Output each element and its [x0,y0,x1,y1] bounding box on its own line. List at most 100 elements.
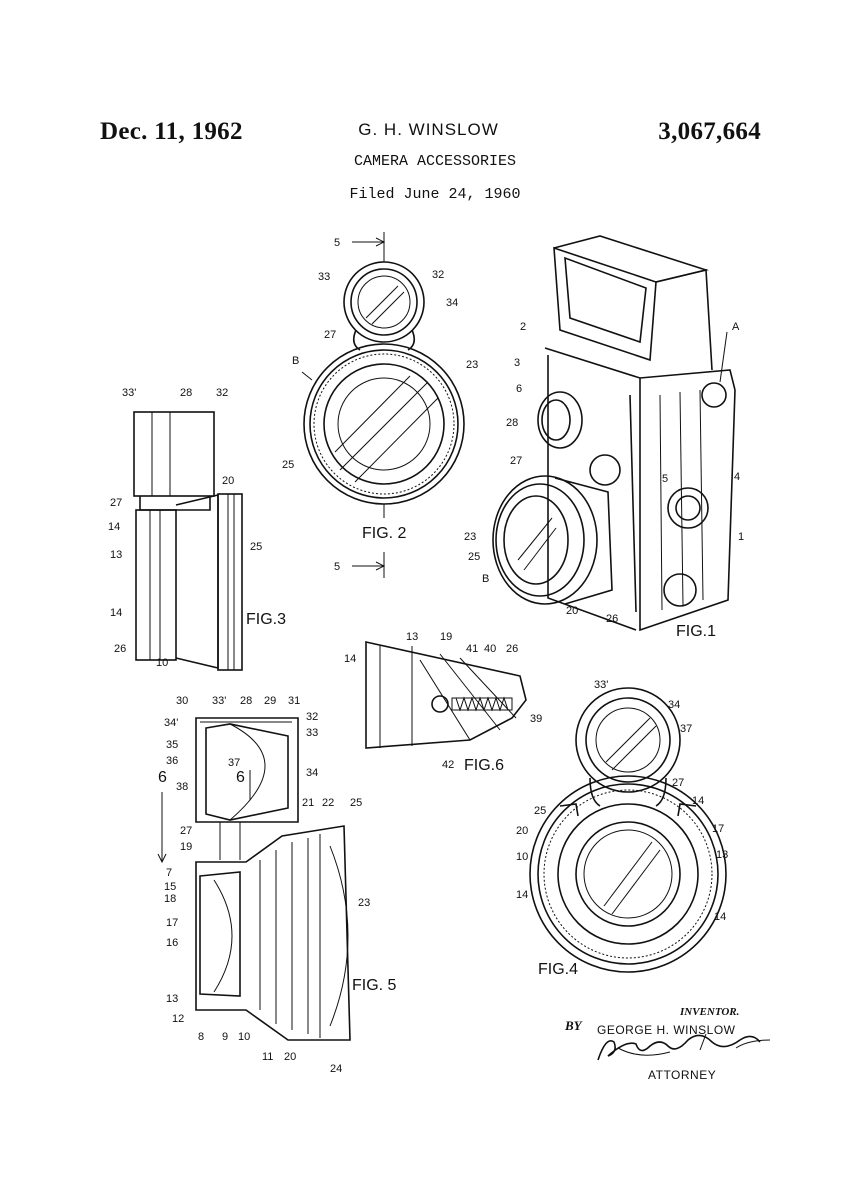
fig5-label: 27 [180,825,192,837]
fig2-caption: FIG. 2 [362,525,407,542]
fig5-caption: FIG. 5 [352,977,397,994]
fig3-label: 27 [110,497,122,509]
fig3-drawing [133,411,243,671]
fig6-label: 14 [344,653,356,665]
fig2-label: 23 [466,359,478,371]
fig5-label: 16 [166,937,178,949]
fig1-label: 26 [606,613,618,625]
fig3-label: 26 [114,643,126,655]
fig3-caption: FIG.3 [246,611,286,628]
fig3-label: 14 [110,607,122,619]
fig5-label: 33' [212,695,226,707]
fig5-label: 20 [284,1051,296,1063]
fig6-label: 13 [406,631,418,643]
fig1-label: 2 [520,321,526,333]
fig4-label: 33' [594,679,608,691]
attorney-signature [597,1033,771,1061]
fig3-label: 20 [222,475,234,487]
fig4-label: 37 [680,723,692,735]
fig1-label: 28 [506,417,518,429]
fig2-label: B [292,355,299,367]
fig1-label: 20 [566,605,578,617]
fig5-label: 37 [228,757,240,769]
fig1-label: A [732,321,740,333]
fig2-label: 32 [432,269,444,281]
fig5-label: 11 [262,1051,273,1063]
fig5-section-mark: 6 [158,769,167,786]
fig1-label: 5 [662,473,668,485]
fig5-label: 36 [166,755,178,767]
fig4-caption: FIG.4 [538,961,578,978]
fig1-label: 25 [468,551,480,563]
fig1-label: 4 [734,471,740,483]
patent-title: CAMERA ACCESSORIES [353,153,517,170]
fig5-label: 21 [302,797,314,809]
fig5-drawing [157,717,351,1041]
fig2-label: 5 [334,561,340,573]
fig6-label: 40 [484,643,496,655]
fig5-label: 12 [172,1013,184,1025]
fig4-label: 10 [516,851,528,863]
fig4-label: 14 [714,911,726,923]
fig5-label: 29 [264,695,276,707]
fig2-drawing [301,232,465,578]
fig4-label: 27 [672,777,684,789]
fig5-label: 25 [350,797,362,809]
fig4-label: 34 [668,699,680,711]
fig4-label: 14 [516,889,528,901]
fig5-label: 35 [166,739,178,751]
fig5-label: 23 [358,897,370,909]
fig3-label: 13 [110,549,122,561]
fig3-label: 32 [216,387,228,399]
fig5-label: 34 [306,767,318,779]
fig5-label: 38 [176,781,188,793]
inventor-name: GEORGE H. WINSLOW [597,1023,736,1037]
by-label: BY [565,1018,582,1033]
fig5-label: 18 [164,893,176,905]
fig5-label: 24 [330,1063,342,1075]
fig3-label: 10 [156,657,168,669]
fig5-label: 8 [198,1031,204,1043]
fig5-label: 34' [164,717,178,729]
fig1-caption: FIG.1 [676,623,716,640]
inventor-title: INVENTOR. [680,1006,740,1018]
fig5-label: 17 [166,917,178,929]
fig5-label: 33 [306,727,318,739]
fig6-label: 39 [530,713,542,725]
fig6-caption: FIG.6 [464,757,504,774]
fig6-label: 19 [440,631,452,643]
fig1-label: 3 [514,357,520,369]
fig1-label: B [482,573,489,585]
fig5-label: 15 [164,881,176,893]
fig5-section-mark: 6 [236,769,245,786]
fig1-label: 23 [464,531,476,543]
filed-date: Filed June 24, 1960 [349,186,521,203]
fig5-label: 22 [322,797,334,809]
fig5-label: 10 [238,1031,250,1043]
fig1-label: 27 [510,455,522,467]
fig2-label: 27 [324,329,336,341]
fig5-label: 31 [288,695,300,707]
fig2-label: 25 [282,459,294,471]
fig5-label: 30 [176,695,188,707]
fig4-label: 13 [716,849,728,861]
fig2-label: 34 [446,297,458,309]
fig5-label: 9 [222,1031,228,1043]
fig1-label: 6 [516,383,522,395]
fig5-label: 13 [166,993,178,1005]
fig4-drawing [529,687,727,973]
fig5-label: 19 [180,841,192,853]
inventor-header: G. H. WINSLOW [358,120,499,139]
fig4-label: 20 [516,825,528,837]
fig6-label: 42 [442,759,454,771]
fig5-label: 28 [240,695,252,707]
fig3-label: 33' [122,387,136,399]
fig4-label: 14 [692,795,704,807]
fig6-drawing [365,641,527,749]
patent-number: 3,067,664 [658,118,761,145]
fig6-label: 41 [466,643,478,655]
fig3-label: 25 [250,541,262,553]
fig1-drawing [492,235,736,632]
fig1-label: 1 [738,531,744,543]
